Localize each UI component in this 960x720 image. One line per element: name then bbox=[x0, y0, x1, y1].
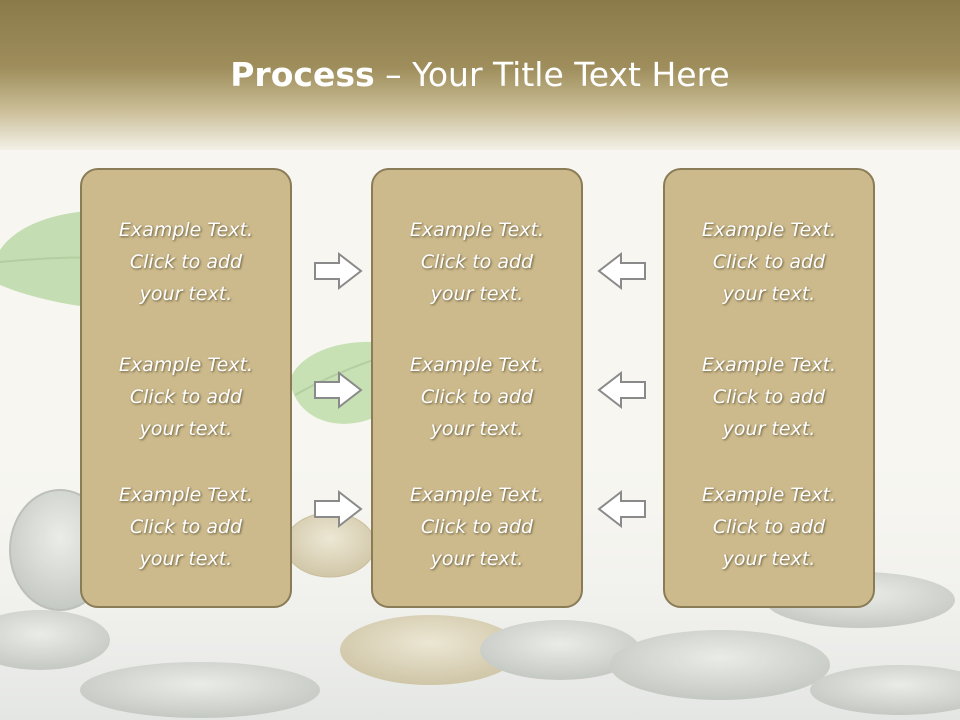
arrow-left-icon bbox=[597, 489, 646, 529]
text-line: Click to add bbox=[420, 251, 534, 273]
text-placeholder[interactable]: Example Text. Click to add your text. bbox=[373, 349, 581, 445]
text-line: your text. bbox=[139, 283, 233, 305]
title-band bbox=[0, 0, 960, 150]
text-line: Click to add bbox=[420, 516, 534, 538]
arrow-left-icon bbox=[597, 370, 646, 410]
text-line: your text. bbox=[722, 548, 816, 570]
text-line: your text. bbox=[430, 418, 524, 440]
text-line: Click to add bbox=[712, 386, 826, 408]
text-line: Example Text. bbox=[118, 354, 254, 376]
text-placeholder[interactable]: Example Text. Click to add your text. bbox=[82, 349, 290, 445]
text-line: Click to add bbox=[129, 516, 243, 538]
text-line: Example Text. bbox=[118, 219, 254, 241]
text-line: your text. bbox=[139, 418, 233, 440]
arrow-right-icon bbox=[314, 370, 363, 410]
text-line: your text. bbox=[722, 418, 816, 440]
text-line: your text. bbox=[430, 548, 524, 570]
text-placeholder[interactable]: Example Text. Click to add your text. bbox=[665, 479, 873, 575]
text-line: Click to add bbox=[420, 386, 534, 408]
text-line: Example Text. bbox=[701, 484, 837, 506]
text-line: Example Text. bbox=[701, 354, 837, 376]
text-line: your text. bbox=[722, 283, 816, 305]
text-line: Click to add bbox=[129, 251, 243, 273]
text-placeholder[interactable]: Example Text. Click to add your text. bbox=[373, 214, 581, 310]
text-line: Example Text. bbox=[409, 484, 545, 506]
text-placeholder[interactable]: Example Text. Click to add your text. bbox=[82, 479, 290, 575]
text-line: Example Text. bbox=[118, 484, 254, 506]
text-line: Click to add bbox=[712, 516, 826, 538]
text-placeholder[interactable]: Example Text. Click to add your text. bbox=[665, 214, 873, 310]
text-placeholder[interactable]: Example Text. Click to add your text. bbox=[373, 479, 581, 575]
text-line: your text. bbox=[430, 283, 524, 305]
text-line: Example Text. bbox=[701, 219, 837, 241]
process-box-right[interactable]: Example Text. Click to add your text. Ex… bbox=[663, 168, 875, 608]
text-placeholder[interactable]: Example Text. Click to add your text. bbox=[82, 214, 290, 310]
arrow-right-icon bbox=[314, 489, 363, 529]
text-placeholder[interactable]: Example Text. Click to add your text. bbox=[665, 349, 873, 445]
process-box-left[interactable]: Example Text. Click to add your text. Ex… bbox=[80, 168, 292, 608]
text-line: Example Text. bbox=[409, 219, 545, 241]
text-line: Click to add bbox=[129, 386, 243, 408]
title-rest: – Your Title Text Here bbox=[374, 55, 730, 94]
title-bold: Process bbox=[230, 55, 375, 94]
text-line: Click to add bbox=[712, 251, 826, 273]
slide-title[interactable]: Process – Your Title Text Here bbox=[0, 50, 960, 100]
coins-icon bbox=[0, 489, 960, 718]
text-line: your text. bbox=[139, 548, 233, 570]
process-box-center[interactable]: Example Text. Click to add your text. Ex… bbox=[371, 168, 583, 608]
arrow-left-icon bbox=[597, 251, 646, 291]
text-line: Example Text. bbox=[409, 354, 545, 376]
arrow-right-icon bbox=[314, 251, 363, 291]
